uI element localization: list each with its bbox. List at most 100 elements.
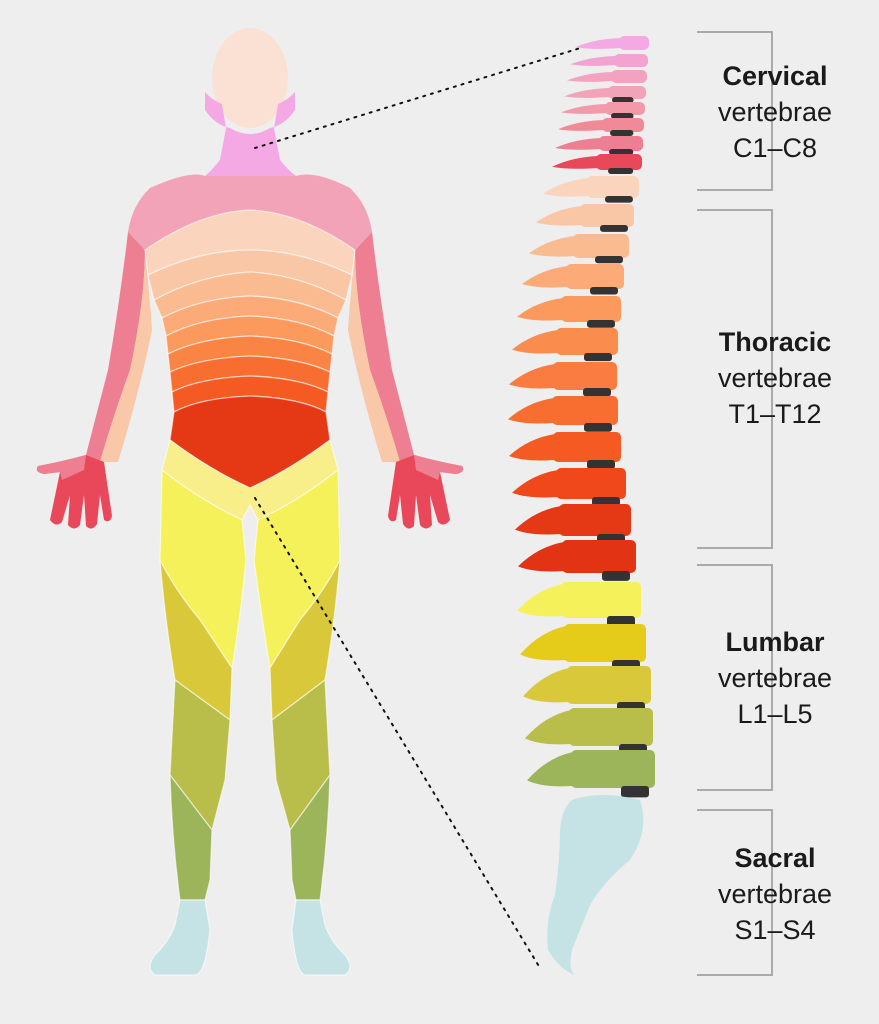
vertebra-process: [525, 710, 571, 745]
vertebra-body: [566, 264, 624, 289]
vertebra-process: [529, 236, 575, 257]
vertebra-process: [509, 434, 555, 461]
vertebra-body: [599, 136, 643, 151]
intervertebral-disc: [621, 786, 649, 798]
spine-column: [508, 36, 655, 798]
leader-line-cervical: [254, 41, 601, 149]
intervertebral-disc: [602, 571, 630, 581]
vertebra-process: [520, 626, 566, 661]
vertebra-body: [562, 540, 636, 573]
label-thoracic: Thoracic vertebrae T1–T12: [690, 324, 860, 432]
vertebra-body: [553, 362, 617, 390]
vertebra-body: [556, 468, 626, 499]
vertebra-body: [564, 624, 646, 662]
vertebra-body: [559, 504, 631, 536]
bracket-sacral: [697, 809, 773, 976]
intervertebral-disc: [612, 97, 634, 103]
vertebra-process: [543, 178, 589, 197]
vertebra-process: [558, 120, 604, 131]
vertebra-process: [555, 138, 601, 150]
vertebra-process: [527, 752, 573, 787]
legs: [149, 438, 351, 976]
bracket-cervical: [697, 31, 773, 191]
vertebra-body: [561, 296, 621, 322]
intervertebral-disc: [584, 353, 612, 362]
right-hand: [388, 455, 464, 529]
vertebra-body: [567, 666, 651, 704]
vertebra-process: [561, 104, 607, 114]
left-hand-thumb: [36, 455, 86, 480]
right-hand-thumb: [414, 455, 464, 480]
sacral-range: S1–S4: [734, 915, 816, 945]
vertebra-process: [508, 398, 554, 424]
intervertebral-disc: [611, 113, 634, 119]
vertebra-process: [518, 542, 564, 572]
vertebra-body: [552, 396, 618, 425]
vertebra-body: [580, 204, 634, 227]
intervertebral-disc: [610, 130, 634, 136]
intervertebral-disc: [592, 497, 620, 507]
vertebra-process: [523, 668, 569, 703]
sacral-subtitle: vertebrae: [717, 879, 833, 909]
leader-line-lumbar: [254, 497, 541, 969]
vertebra-body: [553, 432, 621, 462]
torso-bands: [144, 209, 356, 489]
vertebra-process: [552, 156, 598, 169]
body-figure: [36, 28, 464, 976]
vertebra-process: [570, 56, 616, 66]
label-lumbar: Lumbar vertebrae L1–L5: [690, 624, 860, 732]
intervertebral-disc: [583, 388, 611, 397]
vertebra-process: [536, 206, 582, 226]
vertebra-process: [512, 470, 558, 498]
right-arm-outer: [355, 232, 414, 462]
right-arm-inner: [348, 250, 400, 462]
head: [212, 28, 288, 128]
intervertebral-disc: [605, 196, 633, 203]
thoracic-range: T1–T12: [728, 399, 822, 429]
lumbar-subtitle: vertebrae: [717, 663, 833, 693]
vertebra-process: [575, 38, 621, 49]
lumbar-title: Lumbar: [725, 627, 825, 657]
intervertebral-disc: [600, 225, 628, 232]
vertebra-body: [571, 750, 655, 788]
cervical-range: C1–C8: [732, 133, 818, 163]
sacrum: [547, 795, 644, 975]
vertebra-body: [614, 54, 648, 67]
intervertebral-disc: [587, 320, 615, 328]
vertebra-body: [573, 234, 629, 258]
shoulder-zone: [128, 174, 372, 250]
intervertebral-disc: [584, 423, 612, 432]
bracket-thoracic: [697, 209, 773, 549]
label-sacral: Sacral vertebrae S1–S4: [690, 840, 860, 948]
intervertebral-disc: [608, 168, 634, 174]
vertebra-body: [602, 118, 644, 132]
sacral-title: Sacral: [734, 843, 816, 873]
vertebra-body: [587, 176, 639, 198]
vertebra-process: [517, 584, 563, 617]
left-hand: [36, 455, 112, 529]
bracket-lumbar: [697, 564, 773, 791]
vertebra-process: [515, 506, 561, 535]
vertebra-process: [522, 266, 568, 288]
cervical-title: Cervical: [722, 61, 828, 91]
vertebra-body: [569, 708, 653, 746]
vertebra-process: [564, 88, 610, 98]
left-arm-inner: [100, 250, 152, 462]
vertebra-process: [567, 72, 613, 82]
thoracic-title: Thoracic: [718, 327, 832, 357]
lumbar-range: L1–L5: [737, 699, 813, 729]
vertebra-body: [556, 328, 618, 355]
vertebra-body: [561, 582, 641, 618]
vertebra-process: [512, 330, 558, 354]
intervertebral-disc: [590, 287, 618, 295]
vertebra-body: [611, 70, 647, 83]
region-brackets: [697, 31, 773, 976]
label-cervical: Cervical vertebrae C1–C8: [690, 58, 860, 166]
vertebra-body: [596, 154, 642, 170]
intervertebral-disc: [595, 256, 623, 264]
left-arm-outer: [86, 232, 145, 462]
cervical-subtitle: vertebrae: [717, 97, 833, 127]
vertebra-body: [619, 36, 649, 50]
vertebra-body: [605, 102, 645, 115]
